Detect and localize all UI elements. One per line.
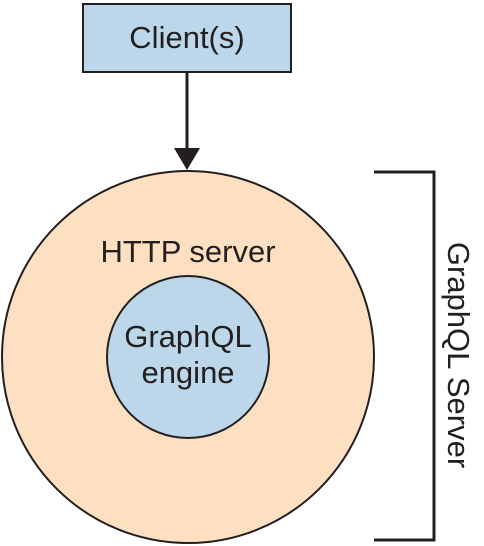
graphql-engine-label-line2: engine: [141, 354, 235, 390]
graphql-engine-label-line1: GraphQL: [124, 319, 252, 354]
graphql-engine-circle: [106, 275, 270, 439]
request-arrow-head: [174, 148, 200, 170]
graphql-server-bracket: [374, 170, 436, 542]
graphql-engine-label: GraphQL engine: [108, 319, 268, 390]
http-server-label: HTTP server: [100, 234, 276, 269]
client-label: Client(s): [129, 20, 245, 55]
graphql-server-label: GraphQL Server: [441, 241, 476, 469]
client-box: Client(s): [82, 3, 292, 73]
